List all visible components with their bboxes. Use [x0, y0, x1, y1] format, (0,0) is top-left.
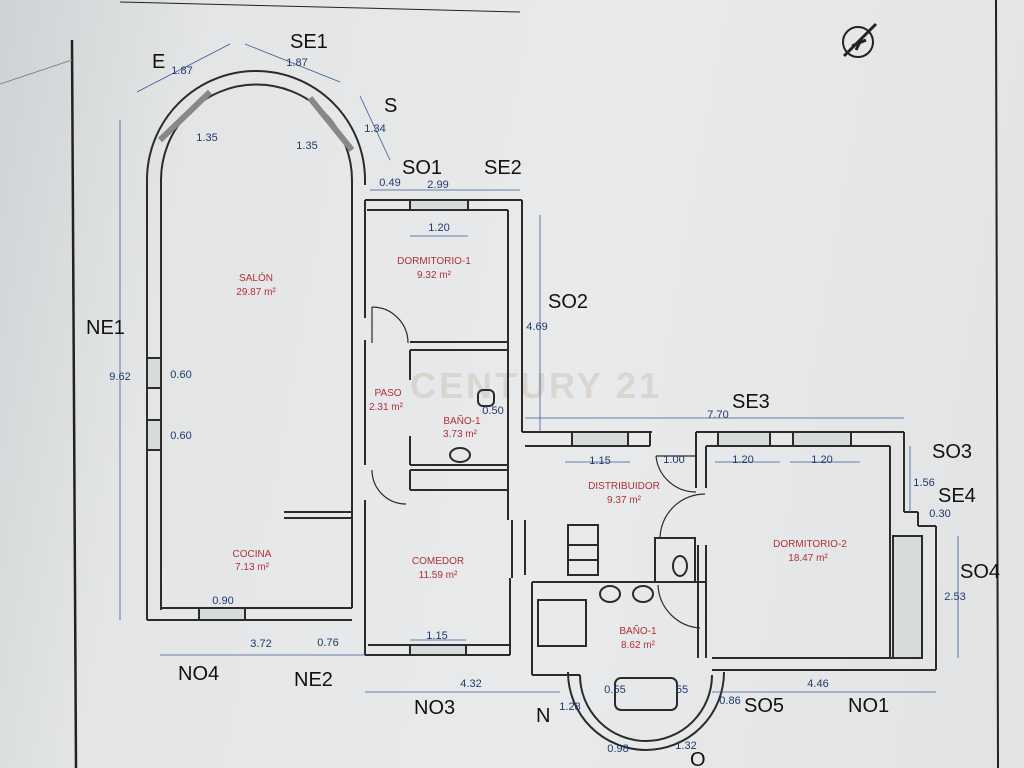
room-dorm1-name: DORMITORIO-1: [397, 256, 471, 267]
orient-se4: SE4: [938, 485, 976, 507]
dim-label: 4.46: [807, 678, 828, 690]
orient-s: S: [384, 95, 397, 117]
dim-label: 0.76: [317, 637, 338, 649]
room-bano1b-name: BAÑO-1: [619, 624, 657, 637]
orient-no1: NO1: [848, 695, 889, 717]
orient-o: O: [690, 749, 706, 768]
room-dorm1-area: 9.32 m²: [417, 270, 452, 281]
dim-label: 7.70: [707, 409, 728, 421]
dim-label: 0.60: [170, 369, 191, 381]
orient-ne1: NE1: [86, 317, 125, 339]
dim-label: 2.53: [944, 591, 965, 603]
dim-label: 1.34: [364, 123, 385, 135]
dim-label: 1.56: [913, 477, 934, 489]
dim-label: 1.35: [196, 132, 217, 144]
dim-label: 0.55: [604, 684, 625, 696]
dim-label: 1.20: [428, 222, 449, 234]
orient-se3: SE3: [732, 391, 770, 413]
room-paso-name: PASO: [374, 388, 401, 399]
sheet-frame: [0, 0, 999, 768]
room-comedor-area: 11.59 m²: [419, 570, 458, 581]
dim-label: 1.15: [589, 455, 610, 467]
watermark: CENTURY 21: [410, 365, 662, 406]
dim-label: 1.15: [426, 630, 447, 642]
orientation-labels: E SE1 S SO1 SE2 SO2 NE1 SE3 SO3 SE4 SO4 …: [86, 31, 1000, 768]
orient-se2: SE2: [484, 157, 522, 179]
orient-se1: SE1: [290, 31, 328, 53]
doors: [371, 306, 706, 629]
dim-label: 1.20: [732, 454, 753, 466]
room-bano1a-area: 3.73 m²: [443, 429, 478, 440]
dim-label: 2.99: [427, 179, 448, 191]
room-salon-name: SALÓN: [239, 271, 273, 284]
dimension-lines: [119, 43, 959, 693]
room-cocina-area: 7.13 m²: [235, 562, 270, 573]
dim-label: 1.87: [171, 65, 192, 77]
dimension-labels: 1.87 1.87 1.35 1.35 1.34 0.49 2.99 1.20 …: [109, 57, 965, 755]
dim-label: 1.28: [559, 701, 580, 713]
orient-no3: NO3: [414, 697, 455, 719]
dim-label: 4.32: [460, 678, 481, 690]
orient-so2: SO2: [548, 291, 588, 313]
orient-e: E: [152, 51, 165, 73]
room-comedor-name: COMEDOR: [412, 556, 464, 567]
orient-so5: SO5: [744, 695, 784, 717]
room-salon-area: 29.87 m²: [236, 287, 276, 298]
dim-label: 3.72: [250, 638, 271, 650]
orient-so4: SO4: [960, 561, 1000, 583]
dim-label: 9.62: [109, 371, 130, 383]
dim-label: 0.49: [379, 177, 400, 189]
orient-ne2: NE2: [294, 669, 333, 691]
dim-label: 1.87: [286, 57, 307, 69]
orient-so3: SO3: [932, 441, 972, 463]
room-bano1a-name: BAÑO-1: [443, 414, 481, 427]
orient-no4: NO4: [178, 663, 219, 685]
room-dorm2-name: DORMITORIO-2: [773, 539, 847, 550]
room-cocina-name: COCINA: [233, 549, 272, 560]
room-bano1b-area: 8.62 m²: [621, 640, 656, 651]
dim-label: 4.69: [526, 321, 547, 333]
walls: [146, 70, 937, 751]
room-paso-area: 2.31 m²: [369, 402, 404, 413]
dim-label: 0.86: [719, 695, 740, 707]
dim-label: 0.98: [607, 743, 628, 755]
dim-label: 1.35: [296, 140, 317, 152]
orient-so1: SO1: [402, 157, 442, 179]
room-distribuidor-name: DISTRIBUIDOR: [588, 481, 660, 492]
dim-label: 55: [676, 684, 688, 696]
room-distribuidor-area: 9.37 m²: [607, 495, 642, 506]
room-dorm2-area: 18.47 m²: [788, 553, 828, 564]
dim-label: 0.50: [482, 405, 503, 417]
dim-label: 1.32: [675, 740, 696, 752]
dim-label: 0.30: [929, 508, 950, 520]
room-labels: SALÓN 29.87 m² COCINA 7.13 m² DORMITORIO…: [233, 256, 848, 651]
dim-label: 0.90: [212, 595, 233, 607]
dim-label: 0.60: [170, 430, 191, 442]
orient-n: N: [536, 705, 550, 727]
dim-label: 1.00: [663, 454, 684, 466]
north-arrow-icon: [842, 22, 878, 58]
dim-label: 1.20: [811, 454, 832, 466]
